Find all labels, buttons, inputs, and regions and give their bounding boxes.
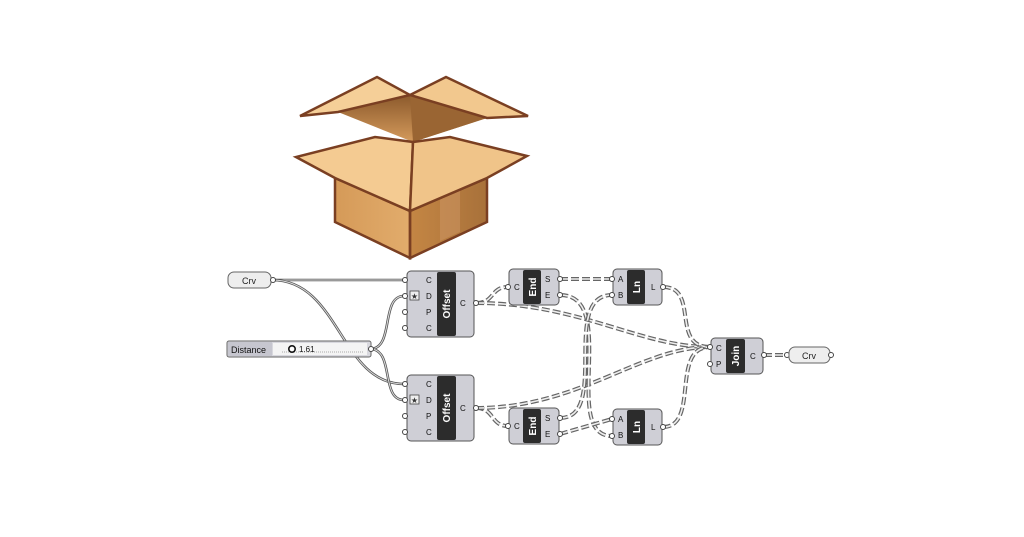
join-name: Join bbox=[731, 346, 742, 367]
cardboard-box-icon bbox=[292, 75, 531, 260]
offset-top-output-c: C bbox=[460, 299, 466, 308]
offset-top-input-c: C bbox=[426, 276, 432, 285]
join-input-p: P bbox=[716, 360, 721, 369]
offset-top-input-c2: C bbox=[426, 324, 432, 333]
svg-text:★: ★ bbox=[411, 396, 418, 405]
end-top-output-e: E bbox=[545, 291, 550, 300]
crv-input-param[interactable]: Crv bbox=[227, 271, 276, 289]
end-bottom-input-c: C bbox=[514, 422, 520, 431]
crv-output-param[interactable]: Crv bbox=[784, 346, 834, 364]
ln-top-input-b: B bbox=[618, 291, 623, 300]
ln-bottom-output-l: L bbox=[651, 423, 656, 432]
slider-handle[interactable] bbox=[287, 344, 296, 353]
join-input-c: C bbox=[716, 344, 722, 353]
star-icon: ★ bbox=[409, 290, 420, 301]
distance-slider[interactable]: Distance 1.61 bbox=[226, 340, 374, 358]
offset-component-top[interactable]: Offset C D P C C ★ bbox=[402, 270, 479, 338]
offset-bottom-input-p: P bbox=[426, 412, 431, 421]
ln-bottom-name: Ln bbox=[632, 421, 643, 433]
crv-output-label: Crv bbox=[802, 351, 816, 361]
offset-bottom-input-c2: C bbox=[426, 428, 432, 437]
offset-top-name: Offset bbox=[442, 289, 453, 319]
ln-component-top[interactable]: Ln A B L bbox=[609, 268, 666, 306]
end-top-output-s: S bbox=[545, 275, 550, 284]
crv-input-label: Crv bbox=[242, 276, 256, 286]
ln-bottom-input-b: B bbox=[618, 431, 623, 440]
ln-bottom-input-a: A bbox=[618, 415, 624, 424]
offset-bottom-output-c: C bbox=[460, 404, 466, 413]
end-bottom-output-s: S bbox=[545, 414, 550, 423]
offset-component-bottom[interactable]: Offset C D P C C ★ bbox=[402, 374, 479, 442]
end-top-input-c: C bbox=[514, 283, 520, 292]
offset-top-input-p: P bbox=[426, 308, 431, 317]
end-component-bottom[interactable]: End C S E bbox=[505, 407, 563, 445]
distance-label: Distance bbox=[231, 345, 266, 355]
offset-bottom-input-d: D bbox=[426, 396, 432, 405]
ln-component-bottom[interactable]: Ln A B L bbox=[609, 408, 666, 446]
end-component-top[interactable]: End C S E bbox=[505, 268, 563, 306]
offset-top-input-d: D bbox=[426, 292, 432, 301]
end-bottom-output-e: E bbox=[545, 430, 550, 439]
ln-top-output-l: L bbox=[651, 283, 656, 292]
end-top-name: End bbox=[528, 278, 539, 297]
join-component[interactable]: Join C P C bbox=[707, 337, 767, 375]
end-bottom-name: End bbox=[528, 417, 539, 436]
distance-value: 1.61 bbox=[299, 345, 315, 354]
svg-text:★: ★ bbox=[411, 292, 418, 301]
ln-top-input-a: A bbox=[618, 275, 624, 284]
ln-top-name: Ln bbox=[632, 281, 643, 293]
join-output-c: C bbox=[750, 352, 756, 361]
offset-bottom-input-c: C bbox=[426, 380, 432, 389]
star-icon: ★ bbox=[409, 394, 420, 405]
offset-bottom-name: Offset bbox=[442, 393, 453, 423]
